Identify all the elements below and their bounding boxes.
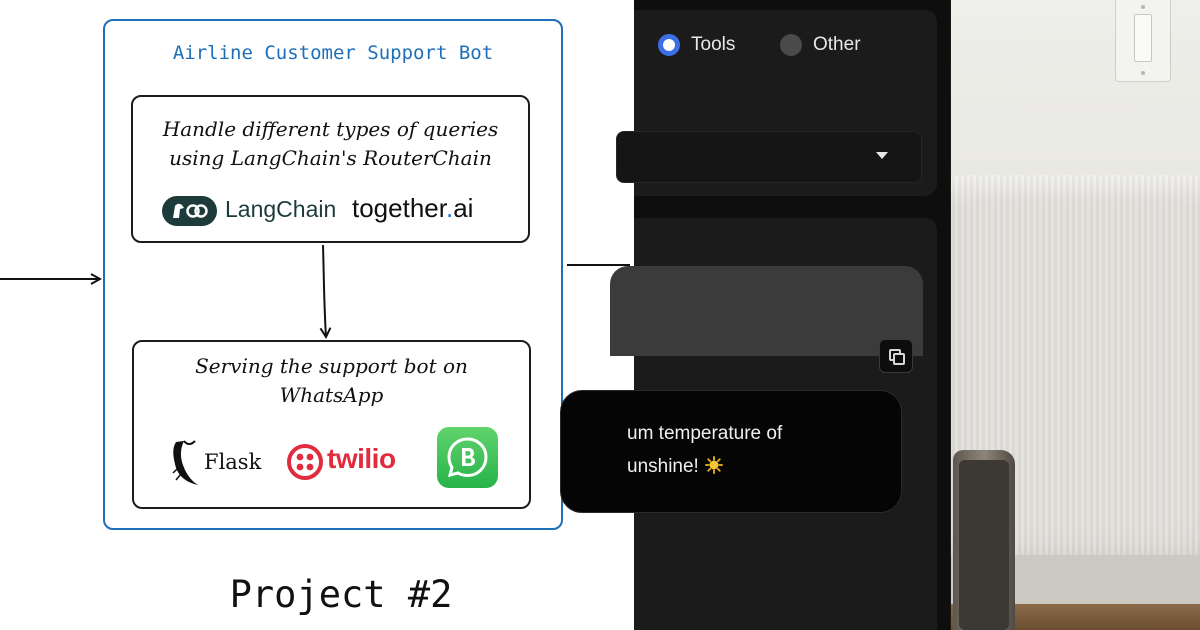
- copy-icon-front: [893, 353, 905, 365]
- flask-label: Flask: [204, 450, 262, 474]
- together-ai-dot: .: [445, 193, 454, 223]
- langchain-label: LangChain: [225, 196, 337, 222]
- switch-toggle: [1134, 14, 1152, 62]
- copy-button[interactable]: [879, 339, 913, 373]
- model-dropdown[interactable]: [616, 131, 922, 183]
- photo-panel: [951, 0, 1200, 630]
- flask-logo-icon: [172, 440, 198, 485]
- together-ai-suffix: ai: [453, 193, 474, 223]
- router-description: Handle different types of queries using …: [133, 115, 528, 173]
- diagram-arrows: [0, 244, 630, 630]
- switch-screw: [1141, 5, 1145, 9]
- serving-description: Serving the support bot on WhatsApp: [134, 352, 529, 410]
- project-label: Project #2: [229, 573, 453, 616]
- router-line-1: Handle different types of queries: [162, 117, 499, 141]
- whatsapp-business-icon: [437, 427, 498, 488]
- switch-screw: [1141, 71, 1145, 75]
- radio-other[interactable]: Other: [780, 34, 861, 56]
- serving-box: Serving the support bot on WhatsApp Flas…: [132, 340, 531, 509]
- radio-selected-icon[interactable]: [658, 34, 680, 56]
- bot-message-line-1: um temperature of: [627, 423, 783, 444]
- together-ai-logo: together.ai: [352, 193, 473, 224]
- support-bot-container: [103, 19, 563, 530]
- phone: [953, 450, 1015, 630]
- sun-icon: [704, 456, 723, 474]
- together-ai-prefix: together: [352, 193, 446, 223]
- radio-tools-label: Tools: [691, 34, 736, 55]
- bot-message-line-2-text: unshine!: [627, 456, 699, 477]
- user-message-bubble: [610, 266, 923, 356]
- light-switch: [1115, 0, 1171, 82]
- langchain-logo-icon: [162, 196, 217, 226]
- bot-message-bubble: [560, 390, 902, 513]
- radio-unselected-icon[interactable]: [780, 34, 802, 56]
- radio-other-label: Other: [813, 34, 861, 55]
- caret-down-icon[interactable]: [876, 152, 888, 159]
- router-line-2: using LangChain's RouterChain: [169, 146, 492, 170]
- architecture-diagram: Airline Customer Support Bot Handle diff…: [0, 19, 630, 630]
- router-chain-box: Handle different types of queries using …: [131, 95, 530, 243]
- bot-message-line-2: unshine!: [627, 456, 723, 478]
- radio-tools[interactable]: Tools: [658, 34, 735, 56]
- phone-back: [959, 460, 1009, 630]
- support-bot-title: Airline Customer Support Bot: [172, 42, 494, 64]
- twilio-label: twilio: [327, 443, 396, 474]
- serving-line-2: WhatsApp: [279, 383, 384, 407]
- router-to-serving-arrow: [323, 244, 326, 337]
- twilio-logo-icon: [287, 444, 323, 480]
- serving-line-1: Serving the support bot on: [195, 354, 468, 378]
